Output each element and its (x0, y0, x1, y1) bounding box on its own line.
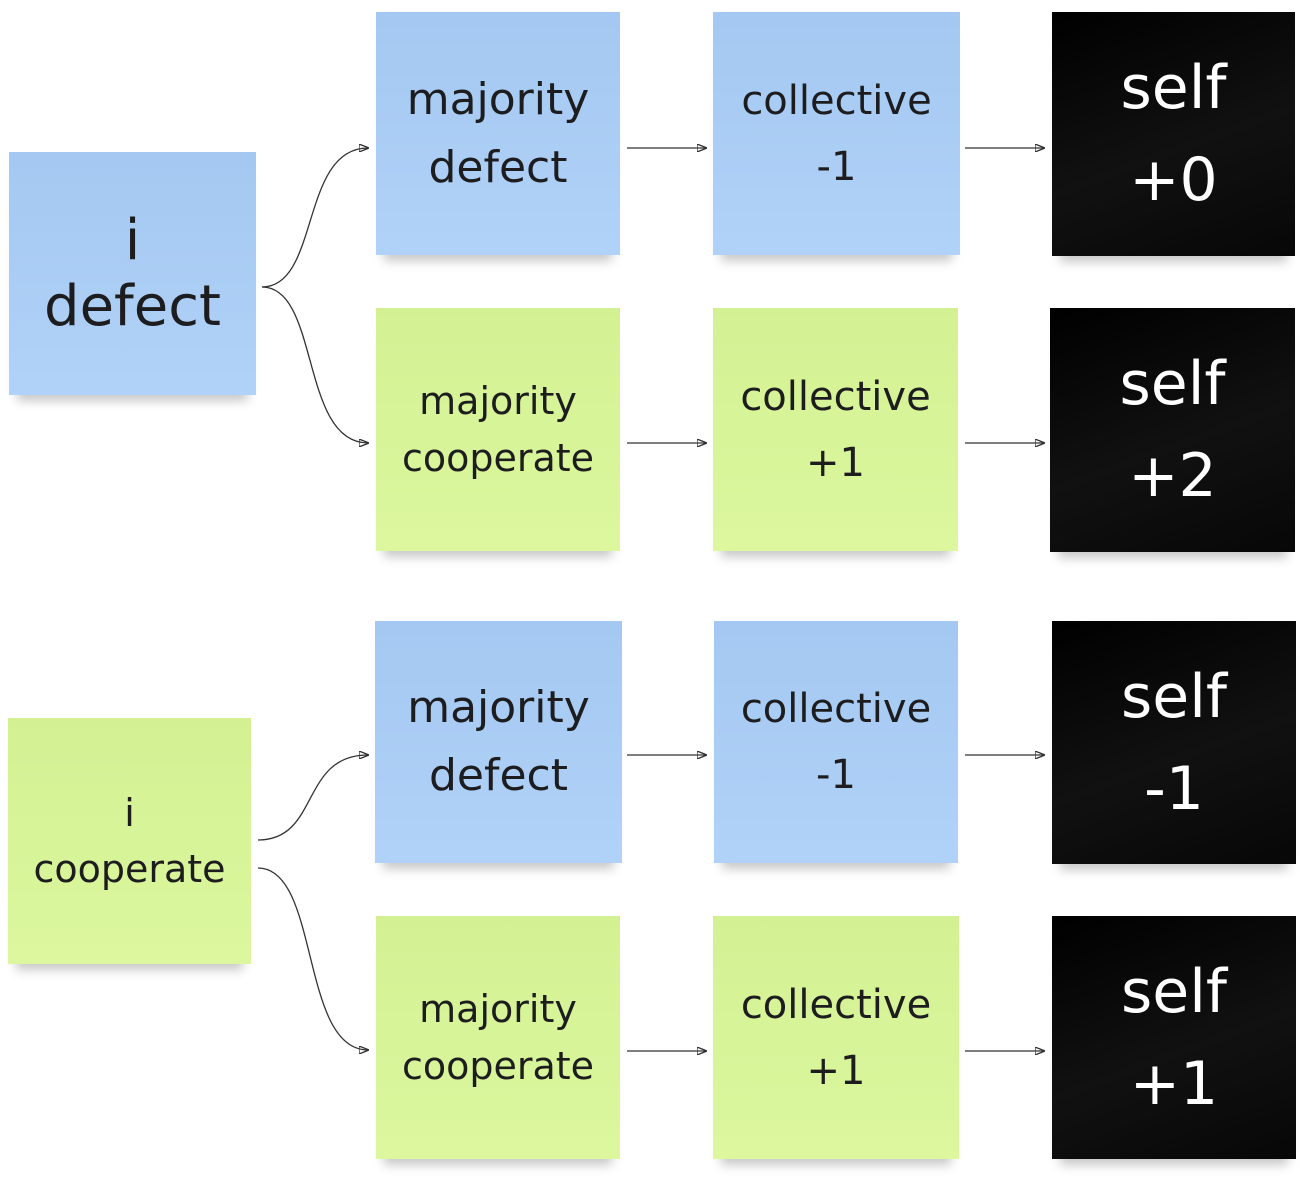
note-text: majority (407, 682, 590, 733)
collective-note[interactable]: collective +1 (713, 308, 958, 551)
branch-arrow (261, 148, 368, 288)
note-text: majority (406, 73, 590, 125)
note-text: collective (741, 77, 932, 124)
note-text: i (124, 207, 141, 273)
branch-arrow (257, 755, 368, 841)
note-text: -1 (816, 143, 857, 190)
note-text: collective (740, 686, 932, 732)
note-text: +1 (806, 1047, 866, 1094)
note-text: cooperate (401, 1043, 595, 1088)
note-text: defect (428, 141, 568, 193)
note-text: i (124, 791, 135, 835)
note-text: collective (740, 373, 931, 420)
collective-note[interactable]: collective -1 (713, 12, 960, 255)
note-text: -1 (816, 752, 856, 798)
note-text: +2 (1128, 441, 1217, 511)
majority-note[interactable]: majority defect (375, 621, 622, 863)
branch-arrow (261, 286, 368, 443)
note-text: -1 (1144, 753, 1204, 824)
self-note[interactable]: self +2 (1050, 308, 1295, 552)
note-text: +1 (1129, 1048, 1219, 1119)
majority-note[interactable]: majority defect (376, 12, 620, 255)
collective-note[interactable]: collective -1 (714, 621, 958, 863)
self-note[interactable]: self +0 (1052, 12, 1295, 256)
note-text: cooperate (33, 847, 226, 891)
majority-note[interactable]: majority cooperate (376, 916, 620, 1159)
note-text: +0 (1129, 145, 1218, 215)
note-text: collective (740, 981, 932, 1028)
majority-note[interactable]: majority cooperate (376, 308, 620, 551)
note-text: self (1121, 956, 1227, 1027)
start-note-defect[interactable]: i defect (9, 152, 256, 395)
note-text: self (1121, 661, 1227, 732)
self-note[interactable]: self +1 (1052, 916, 1296, 1159)
note-text: +1 (806, 439, 865, 486)
note-text: defect (428, 750, 568, 801)
self-note[interactable]: self -1 (1052, 621, 1296, 864)
note-text: defect (44, 273, 221, 339)
note-text: self (1119, 349, 1226, 419)
note-text: self (1120, 53, 1227, 123)
note-text: majority (419, 986, 577, 1031)
note-text: cooperate (401, 435, 595, 480)
branch-arrow (257, 867, 368, 1050)
collective-note[interactable]: collective +1 (713, 916, 959, 1159)
start-note-cooperate[interactable]: i cooperate (8, 718, 251, 964)
note-text: majority (419, 378, 577, 423)
